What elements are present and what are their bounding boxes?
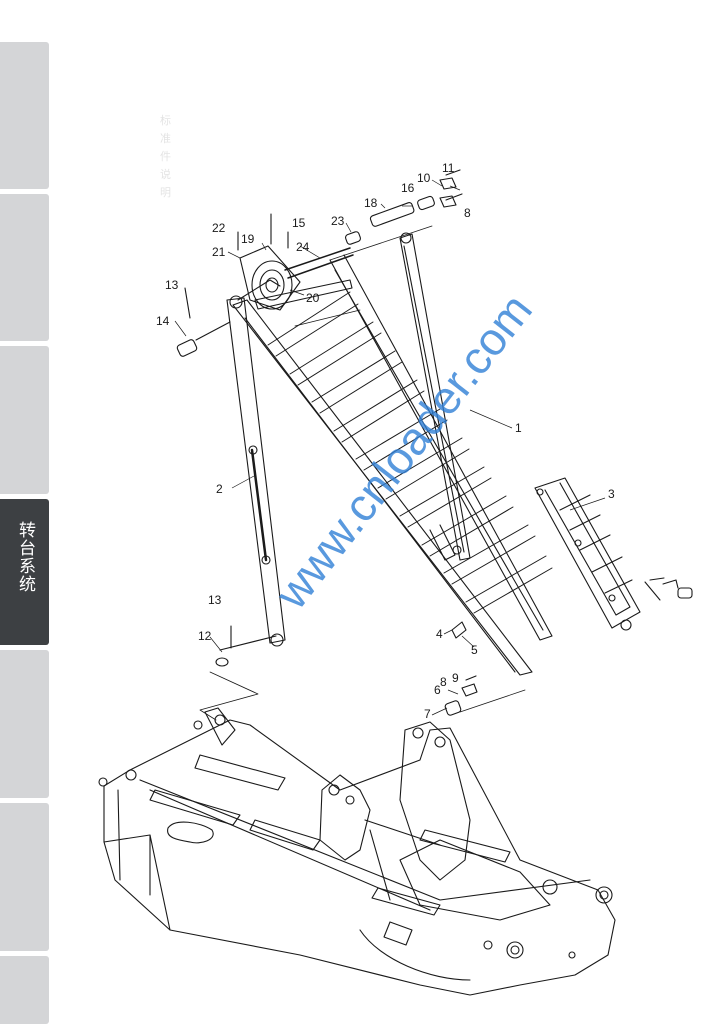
callout-15: 15: [292, 216, 306, 230]
callout-19: 19: [241, 232, 255, 246]
side-tab-label: 转台系统: [15, 521, 35, 593]
ladder-assembly: [232, 232, 553, 676]
callout-7: 7: [424, 707, 431, 721]
callout-11: 11: [442, 161, 455, 175]
side-tab-2[interactable]: [0, 194, 49, 341]
callout-16: 16: [401, 181, 415, 195]
callout-13-bottom: 13: [208, 593, 222, 607]
callout-24: 24: [296, 240, 310, 254]
callout-12: 12: [198, 629, 212, 643]
bolt-13-top: [184, 287, 191, 319]
link-bar-2: [219, 279, 286, 651]
side-tab-turntable-system[interactable]: 转台系统: [0, 499, 49, 645]
side-tab-6[interactable]: [0, 803, 49, 951]
callout-21: 21: [212, 245, 226, 259]
callout-18: 18: [364, 196, 378, 210]
faint-header-text: 标准件说明: [160, 114, 171, 199]
callout-5: 5: [471, 643, 478, 657]
callout-10: 10: [417, 171, 431, 185]
callout-13-top: 13: [165, 278, 179, 292]
side-tab-1[interactable]: [0, 42, 49, 189]
callout-22: 22: [212, 221, 226, 235]
callout-9: 9: [452, 671, 459, 685]
callout-6: 6: [434, 683, 441, 697]
side-tab-3[interactable]: [0, 346, 49, 494]
callout-8-top: 8: [464, 206, 471, 220]
hardware-right: [644, 577, 693, 601]
callout-1: 1: [515, 421, 522, 435]
callout-23: 23: [331, 214, 345, 228]
callout-3: 3: [608, 487, 615, 501]
callout-8-bottom: 8: [440, 675, 447, 689]
callout-2: 2: [216, 482, 223, 496]
callout-14: 14: [156, 314, 170, 328]
callout-20: 20: [306, 291, 320, 305]
side-tab-7[interactable]: [0, 956, 49, 1024]
side-nav: 转台系统: [0, 42, 49, 1024]
pins-top: [345, 169, 463, 245]
callout-4: 4: [436, 627, 443, 641]
pulley-20: [239, 245, 301, 311]
step-frame-3: [534, 477, 641, 631]
side-tab-5[interactable]: [0, 650, 49, 798]
pin-14: [176, 321, 231, 357]
turntable-frame: [98, 707, 616, 996]
